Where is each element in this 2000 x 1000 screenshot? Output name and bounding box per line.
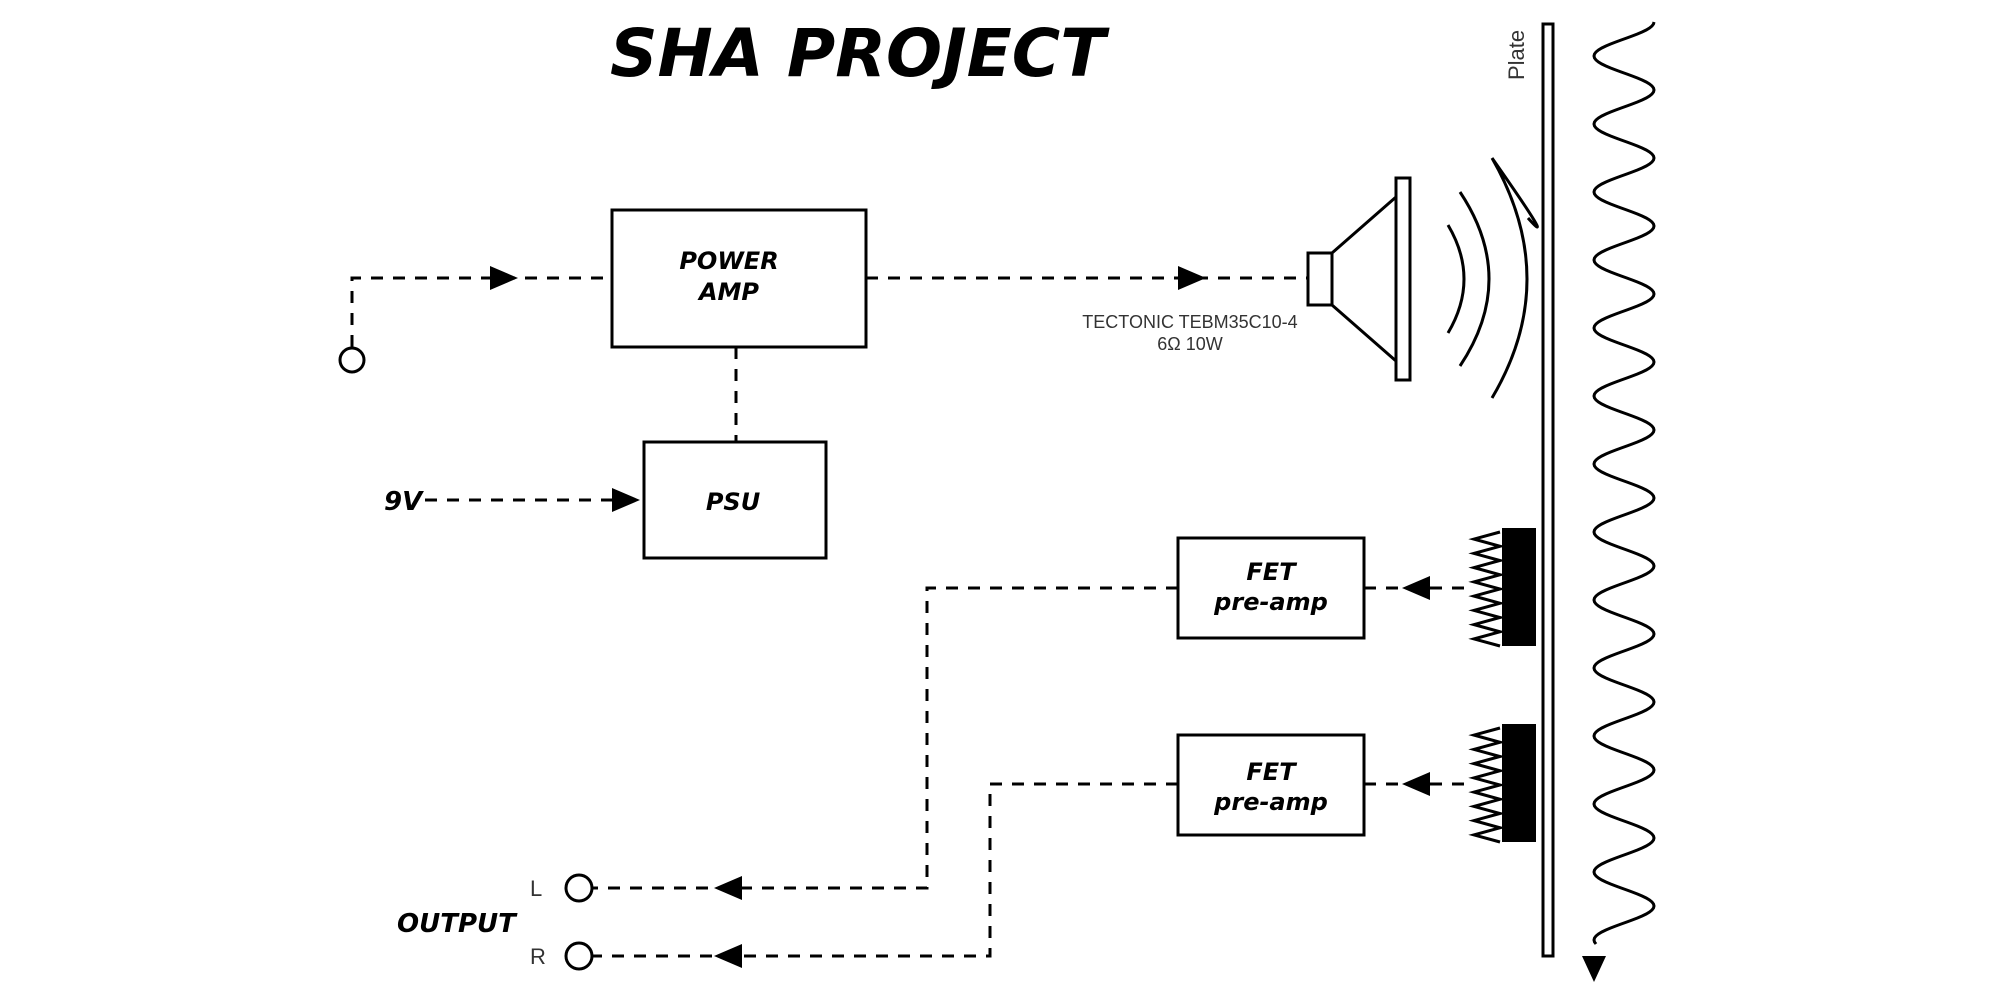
supply-voltage-label: 9V	[384, 487, 424, 517]
pickup-2-arrow-icon	[1402, 772, 1430, 796]
left-output-jack-icon	[564, 873, 594, 903]
left-output-arrow-icon	[714, 876, 742, 900]
amp-output-arrow-icon	[1178, 266, 1206, 290]
power-amp-block	[610, 208, 868, 349]
diagram-title: SHA PROJECT	[610, 15, 1110, 92]
plate-vibration-wave	[1592, 21, 1656, 945]
fet-preamp-1-label-line2: pre-amp	[1213, 588, 1328, 616]
power-amp-label-line1: POWER	[679, 247, 778, 275]
exciter-model-label: TECTONIC TEBM35C10-4	[1082, 312, 1297, 332]
vibration-arrow-icon	[1582, 956, 1606, 982]
right-output-label: R	[530, 944, 546, 969]
pickup-sensor-2-icon	[1468, 724, 1536, 844]
right-output-jack-icon	[564, 941, 594, 971]
fet-preamp-2-label-line2: pre-amp	[1213, 788, 1328, 816]
power-amp-label-line2: AMP	[697, 278, 759, 306]
input-signal-line	[350, 276, 612, 347]
psu-label: PSU	[706, 488, 760, 516]
supply-arrow-icon	[612, 488, 640, 512]
output-label: OUTPUT	[397, 909, 518, 939]
psu-block	[642, 440, 828, 560]
left-output-label: L	[530, 876, 542, 901]
exciter-speaker-icon	[1306, 176, 1412, 382]
left-output-line	[592, 586, 1178, 890]
plate-panel	[1541, 22, 1555, 958]
fet-preamp-2-label-line1: FET	[1246, 758, 1297, 786]
fet-preamp-1-label-line1: FET	[1246, 558, 1297, 586]
exciter-spec-label: 6Ω 10W	[1157, 334, 1222, 354]
pickup-sensor-1-icon	[1468, 528, 1536, 648]
input-arrow-icon	[490, 266, 518, 290]
pickup-1-arrow-icon	[1402, 576, 1430, 600]
right-output-line	[592, 782, 1178, 958]
sound-waves-icon	[1446, 157, 1539, 399]
input-jack-icon	[338, 346, 366, 374]
right-output-arrow-icon	[714, 944, 742, 968]
plate-label: Plate	[1504, 30, 1529, 80]
